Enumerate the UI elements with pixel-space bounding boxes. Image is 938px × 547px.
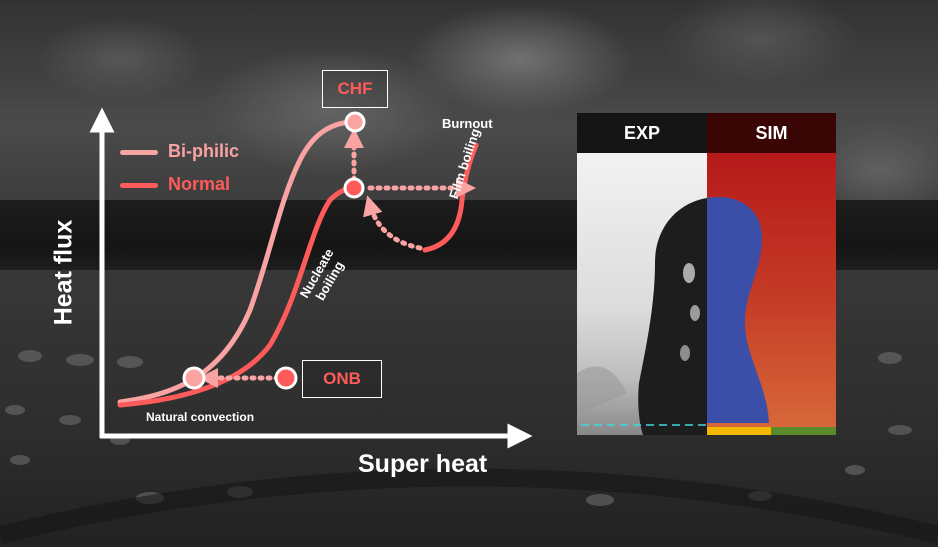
sim-bubble-image <box>707 197 769 423</box>
exp-sim-comparison-panel: EXP SIM <box>577 113 836 435</box>
x-axis-label: Super heat <box>358 450 488 478</box>
onb-normal-marker <box>274 366 298 390</box>
film-boiling-curve <box>422 142 479 253</box>
film-return-arrow <box>363 195 423 251</box>
exp-header: EXP <box>577 113 707 153</box>
biphilic-curve <box>117 119 358 405</box>
burnout-label: Burnout <box>442 116 493 131</box>
substrate-hydrophobic-strip <box>771 427 836 435</box>
chf-normal-marker <box>343 177 365 199</box>
onb-label: ONB <box>302 360 382 398</box>
chf-label: CHF <box>322 70 388 108</box>
sim-image <box>707 153 836 435</box>
substrate-hydrophilic-strip <box>707 427 771 435</box>
exp-image <box>577 153 707 435</box>
legend-swatch-normal <box>120 183 158 188</box>
y-axis-label: Heat flux <box>49 219 78 326</box>
legend-swatch-biphilic <box>120 150 158 155</box>
legend-label-normal: Normal <box>168 174 231 194</box>
sim-header-label: SIM <box>755 122 788 143</box>
sim-header: SIM <box>707 113 836 153</box>
exp-header-label: EXP <box>623 122 661 143</box>
exp-bubble-image <box>577 198 707 435</box>
chf-biphilic-marker <box>344 111 366 133</box>
onb-biphilic-marker <box>182 366 206 390</box>
legend-label-biphilic: Bi-philic <box>168 141 239 161</box>
natural-convection-label: Natural convection <box>146 410 255 424</box>
normal-curve <box>117 185 357 408</box>
